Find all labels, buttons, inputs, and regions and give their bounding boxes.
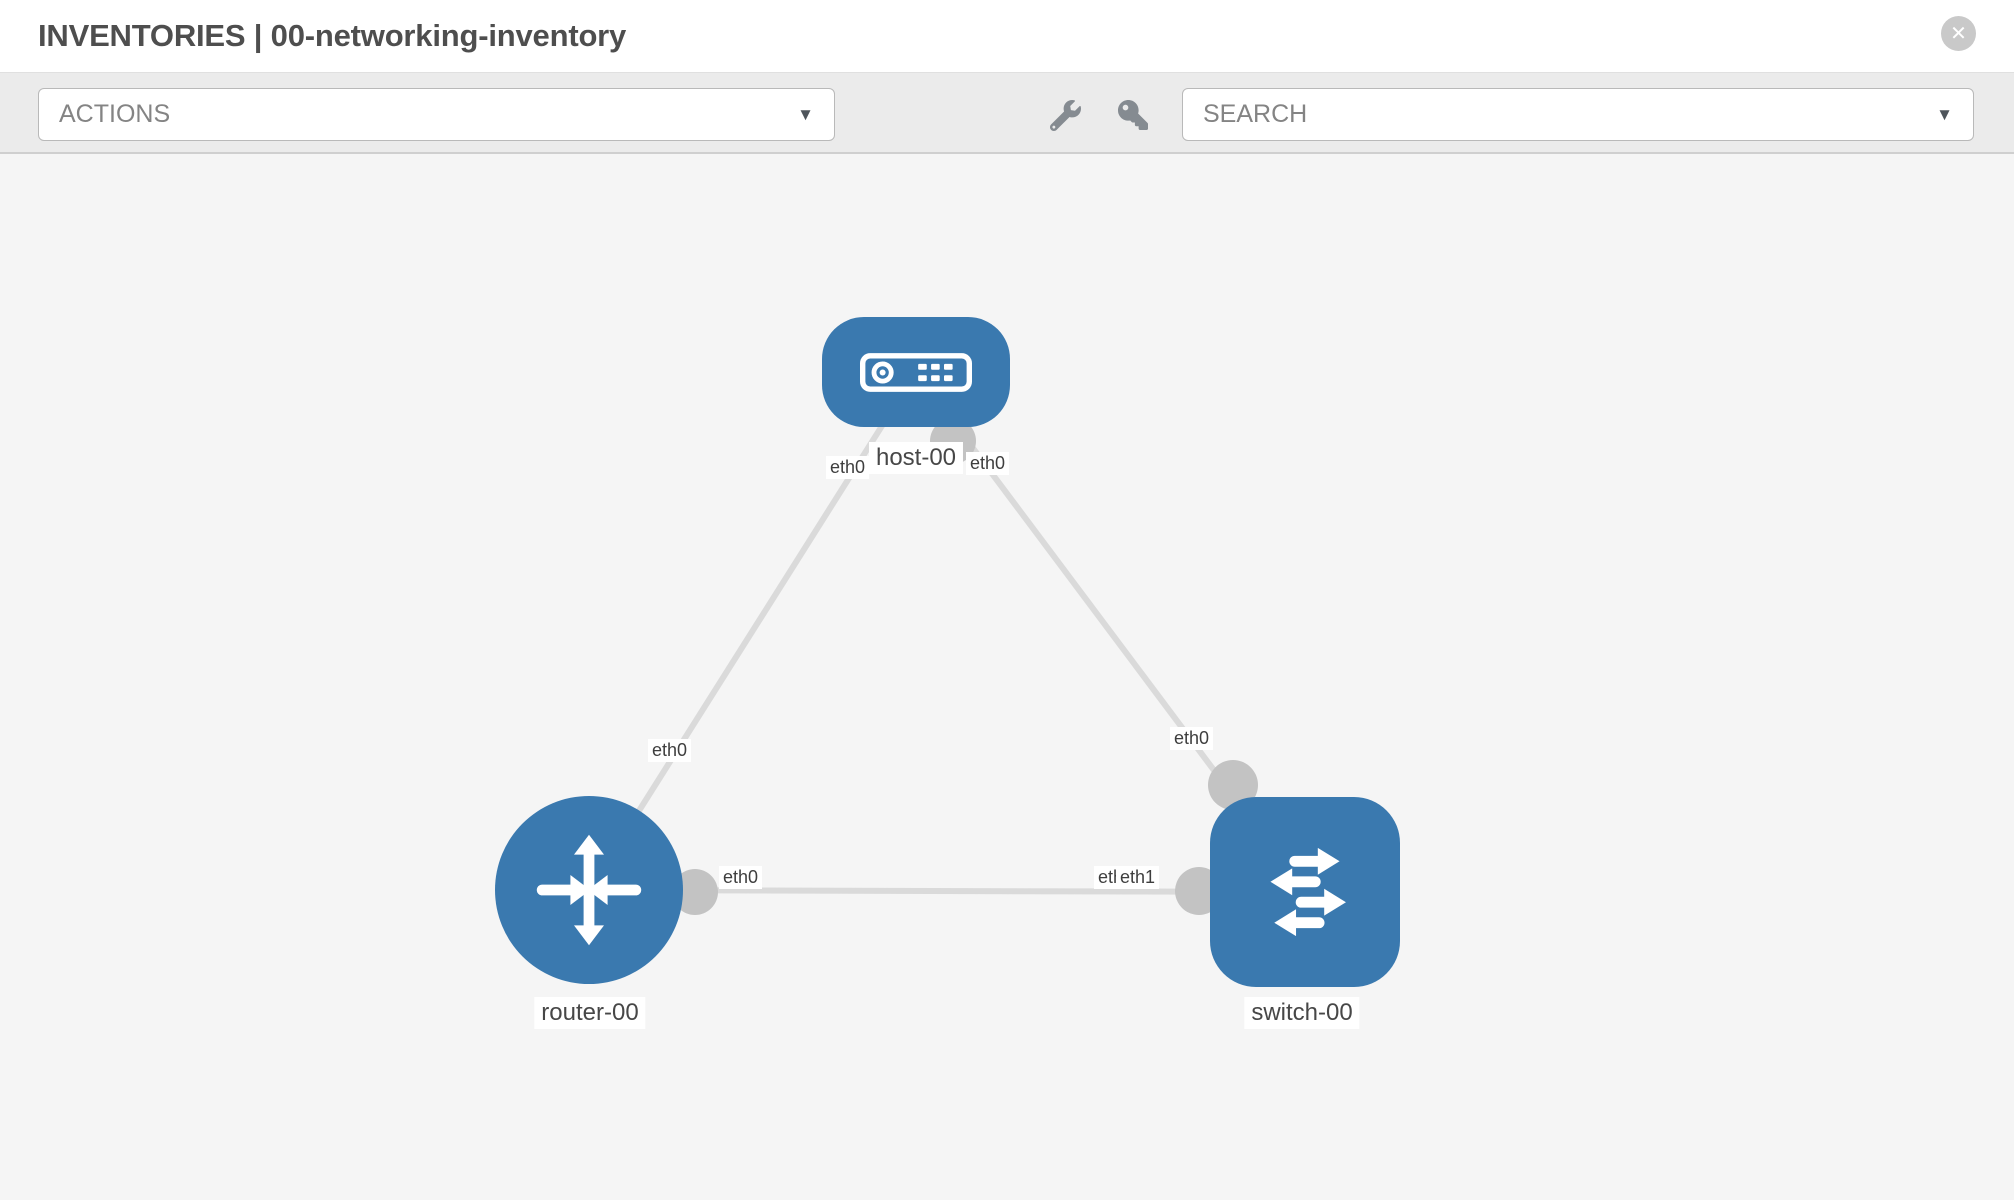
- node-label-switch: switch-00: [1244, 997, 1360, 1029]
- node-host[interactable]: [822, 317, 1010, 427]
- page-title: INVENTORIES | 00-networking-inventory: [38, 18, 627, 53]
- router-icon: [536, 834, 642, 946]
- actions-dropdown[interactable]: ACTIONS ▼: [38, 88, 835, 141]
- links-layer: [586, 370, 1308, 915]
- close-icon: ✕: [1950, 23, 1967, 45]
- node-router[interactable]: [495, 796, 683, 984]
- configure-tools-button[interactable]: [1046, 96, 1084, 134]
- chevron-down-icon: ▼: [797, 104, 814, 124]
- header-bar: INVENTORIES | 00-networking-inventory ✕: [0, 0, 2014, 72]
- switch-icon: [1270, 847, 1346, 937]
- host-icon: [860, 352, 972, 392]
- actions-dropdown-label: ACTIONS: [59, 100, 171, 128]
- node-label-router: router-00: [534, 997, 646, 1029]
- node-switch[interactable]: [1210, 797, 1400, 987]
- chevron-down-icon: ▼: [1936, 104, 1953, 124]
- interface-label: eth1: [1116, 866, 1160, 890]
- interface-label: eth0: [719, 866, 763, 890]
- wrench-icon: [1049, 99, 1081, 131]
- credentials-button[interactable]: [1114, 96, 1152, 134]
- interface-circle-router[interactable]: [672, 869, 718, 915]
- interface-label: eth0: [826, 456, 870, 480]
- close-button[interactable]: ✕: [1941, 16, 1976, 51]
- interface-label: eth0: [648, 739, 692, 763]
- interface-label: eth0: [1170, 727, 1214, 751]
- key-icon: [1118, 100, 1148, 130]
- search-placeholder: SEARCH: [1203, 100, 1308, 128]
- interface-label: eth0: [966, 452, 1010, 476]
- toolbar: ACTIONS ▼ SEARCH ▼: [0, 72, 2014, 154]
- search-dropdown[interactable]: SEARCH ▼: [1182, 88, 1974, 141]
- topology-canvas[interactable]: host-00 router-00 switch-00 eth0 eth0 et…: [0, 154, 2014, 1200]
- node-label-host: host-00: [868, 442, 964, 474]
